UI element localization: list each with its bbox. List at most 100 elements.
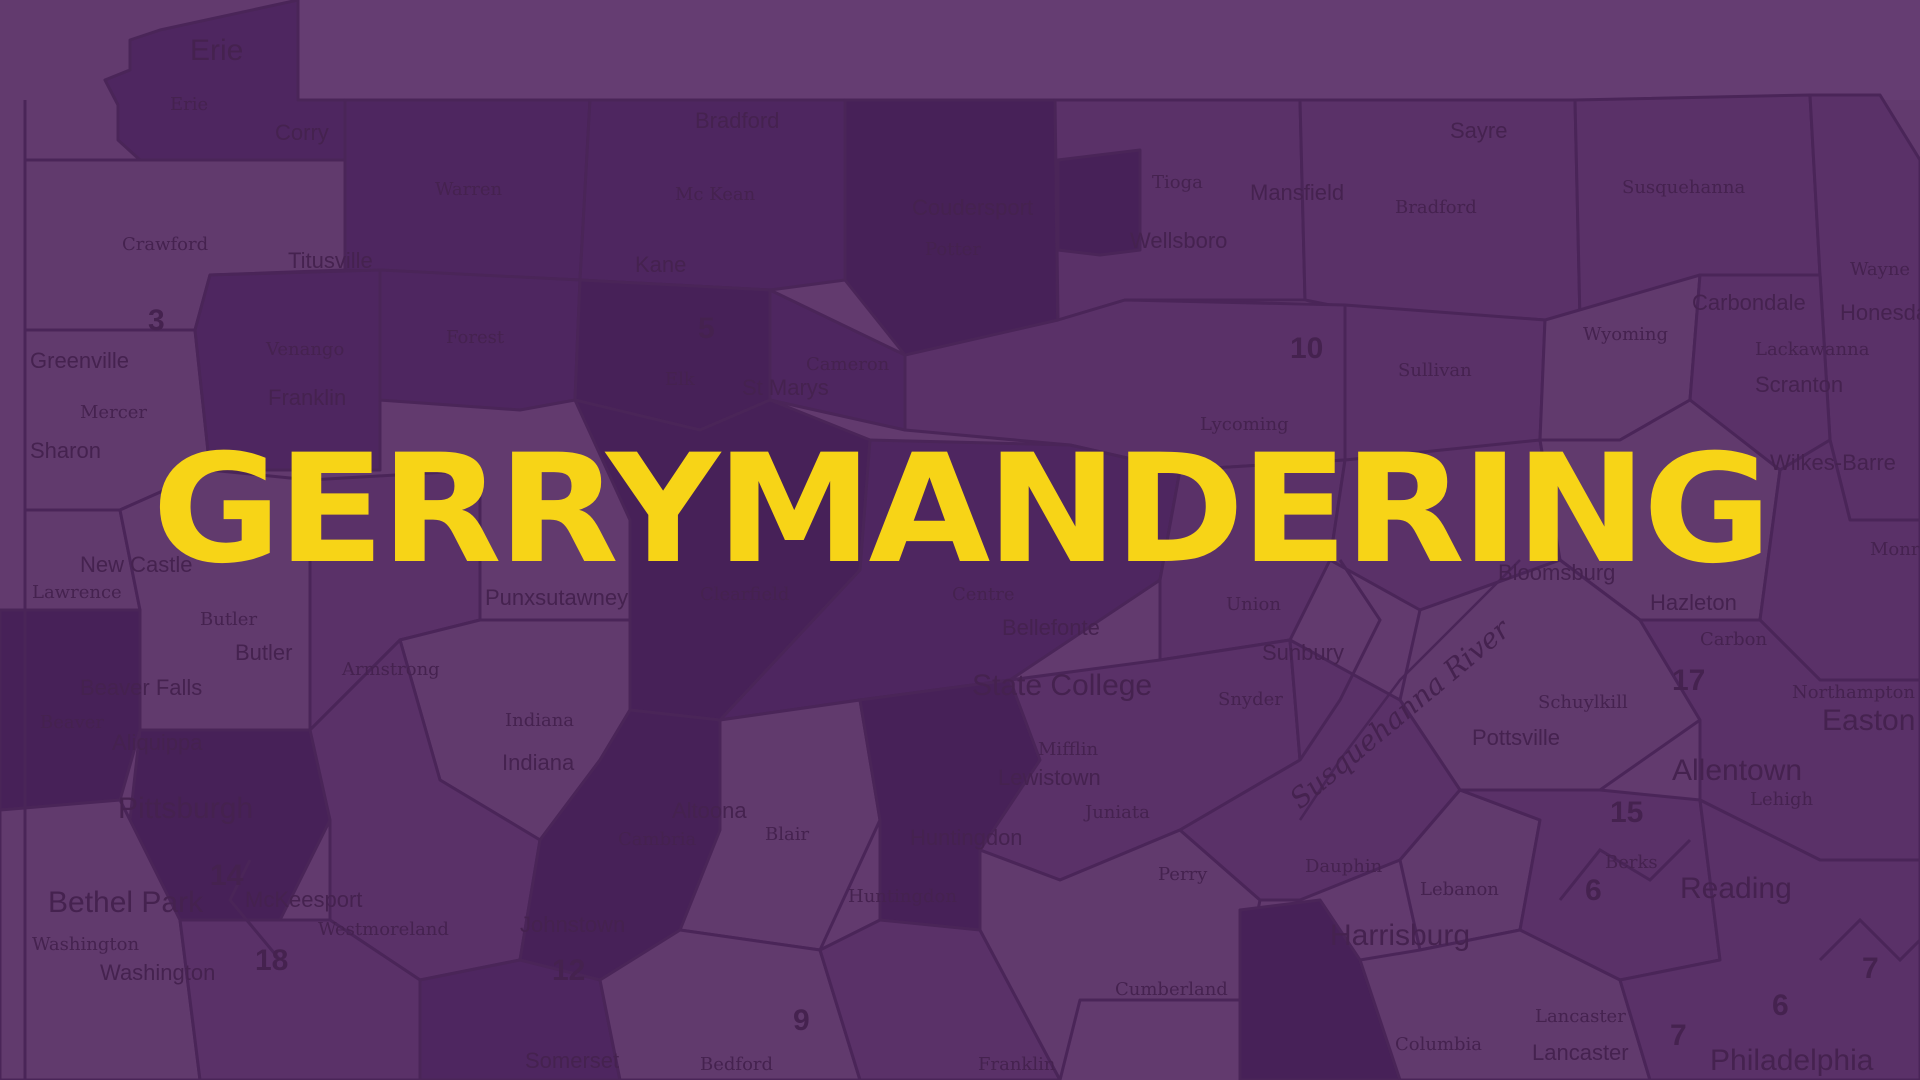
label-westmoreland: Westmoreland [318,919,449,940]
label-lewistown: Lewistown [998,765,1101,790]
label-cambria: Cambria [618,829,696,850]
label-harrisburg: Harrisburg [1330,919,1470,952]
label-butler-county: Butler [200,609,257,630]
label-juniata: Juniata [1083,802,1150,823]
label-greenville: Greenville [30,348,129,373]
label-cumberland: Cumberland [1115,979,1228,1000]
label-potter: Potter [925,239,981,260]
boundary-lines [23,100,1920,1080]
label-franklin-county: Franklin [978,1054,1056,1075]
label-union: Union [1226,594,1281,615]
label-corry: Corry [275,120,329,145]
label-venango: Venango [265,339,344,360]
district-number: 7 [1670,1019,1687,1052]
label-honesdale: Honesdale [1840,300,1920,325]
label-bellefonte: Bellefonte [1002,615,1100,640]
county-forest-shape [378,268,582,412]
label-sullivan: Sullivan [1398,360,1472,381]
label-somerset: Somerset [525,1048,619,1073]
district-number: 18 [255,944,288,977]
label-st-marys: St Marys [742,375,829,400]
label-new-castle: New Castle [80,552,192,577]
county-philadelphia-shape [1618,798,1920,1080]
label-hazleton: Hazleton [1650,590,1737,615]
label-reading: Reading [1680,872,1792,905]
label-erie-big: Erie [190,34,243,67]
label-mercer: Mercer [80,402,147,423]
district-numbers: 3 5 10 14 18 12 9 17 15 6 6 7 7 [148,304,1879,1052]
label-easton: Easton [1822,704,1915,737]
label-franklin-place: Franklin [268,385,346,410]
label-titusville: Titusville [288,248,373,273]
label-erie-county: Erie [170,94,208,115]
label-kane: Kane [635,252,686,277]
label-blair: Blair [765,824,809,845]
label-sayre: Sayre [1450,118,1507,143]
boundary-line-2 [1558,838,1692,901]
label-warren: Warren [435,179,503,200]
district-number: 7 [1862,952,1879,985]
label-wilkes-barre: Wilkes-Barre [1770,450,1896,475]
label-elk: Elk [665,369,696,390]
label-pottsville: Pottsville [1472,725,1560,750]
label-clearfield: Clearfield [700,584,789,605]
district-number: 12 [552,954,585,987]
label-lancaster-place: Lancaster [1532,1040,1629,1065]
label-columbia: Columbia [1395,1034,1482,1055]
label-beaver-falls: Beaver Falls [80,675,202,700]
label-monroe: Monroe [1870,539,1920,560]
label-perry: Perry [1158,864,1208,885]
lake-area [298,0,1920,100]
label-butler-place: Butler [235,640,292,665]
label-armstrong: Armstrong [341,659,440,680]
label-coudersport: Coudersport [912,195,1033,220]
label-washington-county: Washington [32,934,139,955]
district-number: 15 [1610,796,1643,829]
label-bloomsburg: Bloomsburg [1498,560,1615,585]
label-wayne: Wayne [1850,259,1910,280]
county-venango-shape [193,268,382,472]
label-wellsboro: Wellsboro [1130,228,1227,253]
county-beaver-shape [0,608,142,812]
label-cameron: Cameron [806,354,890,375]
label-indiana-place: Indiana [502,750,575,775]
label-mckeesport: McKeesport [245,887,362,912]
district-number: 17 [1672,664,1705,697]
label-johnstown: Johnstown [520,912,625,937]
river-susquehanna-line [1298,559,1521,821]
label-beaver: Beaver [40,712,104,733]
label-carbon: Carbon [1700,629,1767,650]
boundary-line-3 [1818,917,1920,963]
district-number: 5 [698,312,715,345]
county-potter-shape [843,98,1060,357]
label-philadelphia: Philadelphia [1710,1044,1874,1077]
label-carbondale: Carbondale [1692,290,1806,315]
label-lebanon: Lebanon [1420,879,1499,900]
label-dauphin: Dauphin [1305,856,1383,877]
label-mansfield: Mansfield [1250,180,1344,205]
label-washington-place: Washington [100,960,215,985]
label-susquehanna: Susquehanna [1622,177,1745,198]
label-wyoming: Wyoming [1583,324,1668,345]
district-number: 14 [210,859,244,892]
label-lancaster-county: Lancaster [1535,1006,1626,1027]
label-snyder: Snyder [1218,689,1283,710]
label-bethel-park: Bethel Park [48,886,204,919]
district-number: 6 [1772,989,1789,1022]
label-forest: Forest [446,327,505,348]
boundary-line-4 [228,859,282,961]
label-centre: Centre [952,584,1015,605]
label-sharon: Sharon [30,438,101,463]
label-lackawanna: Lackawanna [1755,339,1870,360]
county-tioga-notch-shape [1056,148,1142,257]
headline-title: GERRYMANDERING [152,423,1772,597]
county-erie-shape [103,0,347,162]
label-altoona: Altoona [672,798,747,823]
label-mckean: Mc Kean [675,184,756,205]
label-lawrence: Lawrence [32,582,122,603]
label-huntingdon-county: Huntingdon [848,886,957,907]
label-bradford-county: Bradford [1395,197,1477,218]
label-northampton: Northampton [1792,682,1915,703]
